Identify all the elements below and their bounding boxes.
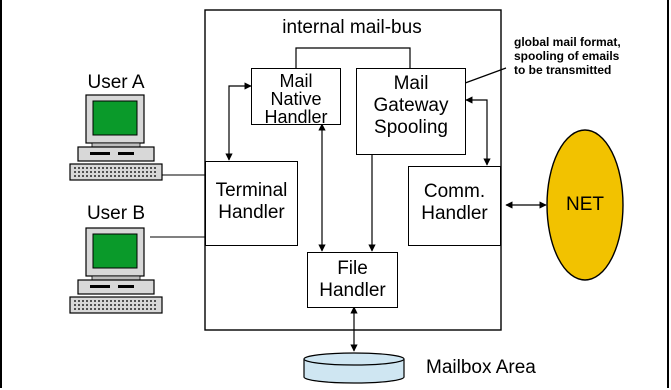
user-b-label: User B <box>86 203 146 224</box>
mailbox-cylinder <box>303 352 405 384</box>
net-label: NET <box>566 194 604 215</box>
mail-gateway-spooling-box: Mail Gateway Spooling <box>356 68 466 155</box>
net-cloud <box>546 129 624 281</box>
comm-handler-box: Comm. Handler <box>408 166 501 246</box>
mail-native-handler-box: Mail Native Handler <box>251 68 341 127</box>
terminal-handler-box: Terminal Handler <box>205 161 298 246</box>
comm-line-2: Handler <box>421 203 488 224</box>
user-a-label: User A <box>87 72 145 93</box>
computer-b-icon <box>69 227 163 314</box>
mailbox-area-label: Mailbox Area <box>426 357 536 378</box>
mail-bus-line <box>295 47 411 68</box>
file-line-2: Handler <box>319 280 386 301</box>
mail-gateway-line-3: Spooling <box>374 117 448 138</box>
computer-a-icon <box>69 94 163 181</box>
mail-native-line-3: Handler <box>264 107 328 127</box>
mail-gateway-line-1: Mail <box>393 73 429 94</box>
terminal-line-2: Handler <box>218 202 285 223</box>
file-line-1: File <box>337 258 368 279</box>
terminal-native-arrow <box>225 82 252 161</box>
mail-bus-label: internal mail-bus <box>262 17 442 39</box>
annotation-line-1: global mail format, <box>514 35 621 49</box>
annotation-line-3: to be transmitted <box>514 63 612 77</box>
comm-line-1: Comm. <box>423 181 486 202</box>
file-handler-box: File Handler <box>307 252 398 308</box>
mail-native-line-2: Native <box>270 89 322 109</box>
annotation-line-2: spooling of emails <box>514 49 620 63</box>
terminal-line-1: Terminal <box>215 180 288 201</box>
gateway-annotation: global mail format, spooling of emails t… <box>514 35 621 77</box>
mail-gateway-line-2: Gateway <box>373 95 449 116</box>
mail-native-line-1: Mail <box>279 71 313 91</box>
gateway-comm-arrow <box>465 96 491 166</box>
